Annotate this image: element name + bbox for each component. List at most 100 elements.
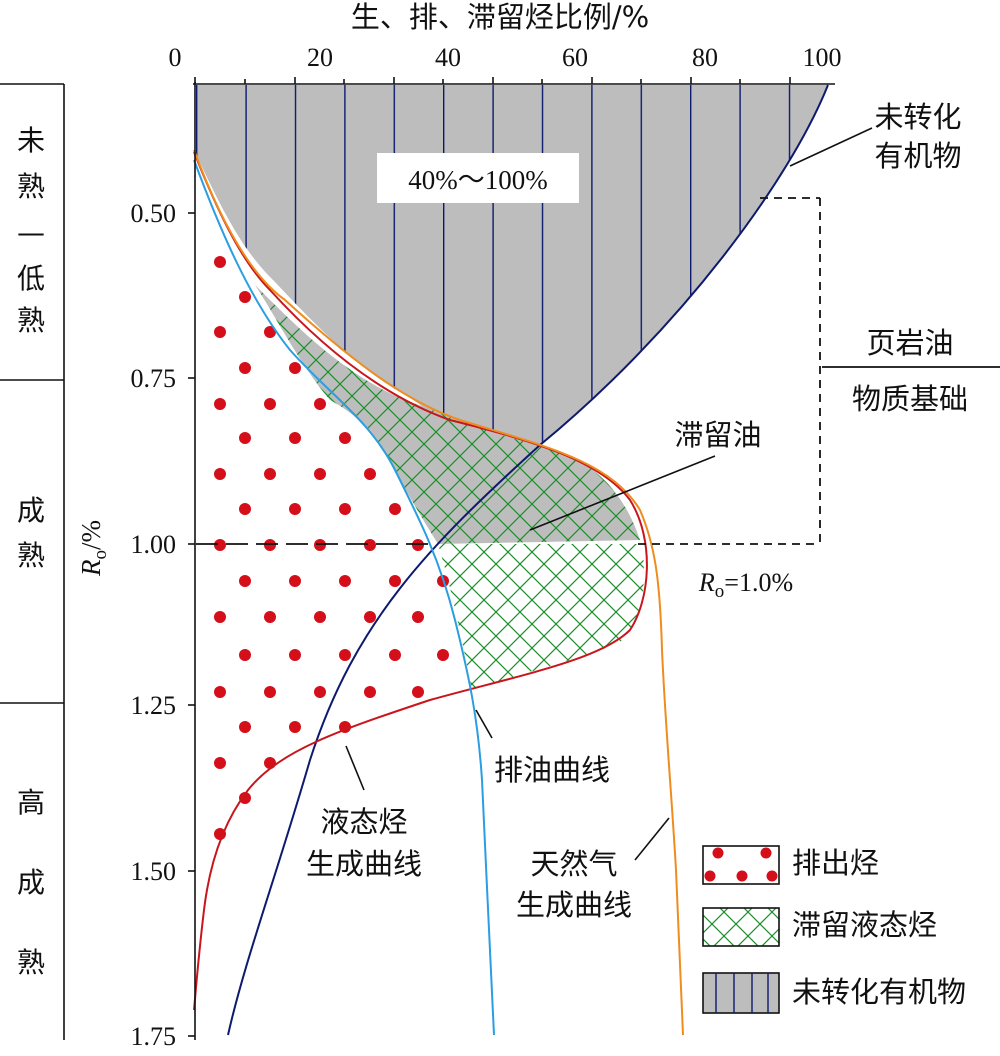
expelled-dot <box>339 432 351 444</box>
left-axis-tick: 1.75 <box>131 1022 177 1051</box>
expelled-dot <box>339 503 351 515</box>
stage-immature-char: 未 <box>17 124 45 157</box>
shale-oil-label-2: 物质基础 <box>852 382 968 416</box>
expelled-dot <box>264 611 276 623</box>
curves <box>193 84 829 1036</box>
range-box <box>377 153 579 203</box>
expelled-dot <box>389 649 401 661</box>
expelled-dot <box>339 649 351 661</box>
gas-generation-label-1: 天然气 <box>530 847 617 881</box>
expelled-dot <box>364 611 376 623</box>
top-axis-tick: 0 <box>169 43 182 72</box>
retained-oil-region <box>255 285 640 544</box>
left-axis-label: Ro/% <box>76 520 111 577</box>
expelled-dot <box>264 539 276 551</box>
stage-overmature-char: 成 <box>17 866 45 899</box>
liquid-generation-curve <box>193 151 648 1011</box>
expelled-dot <box>289 432 301 444</box>
expelled-dot <box>214 398 226 410</box>
expelled-dot <box>239 503 251 515</box>
gas-generation-curve <box>193 149 684 1036</box>
expelled-dot <box>364 468 376 480</box>
stage-immature-char: 熟 <box>17 304 45 337</box>
expelled-dot <box>314 398 326 410</box>
top-axis: 生、排、滞留烃比例/% 0 20 40 60 80 100 <box>169 0 842 72</box>
retained-oil-label: 滞留油 <box>674 418 761 452</box>
expelled-dot <box>239 432 251 444</box>
expelled-dot <box>264 468 276 480</box>
legend-item-unconverted-om: 未转化有机物 <box>702 972 966 1014</box>
top-axis-title: 生、排、滞留烃比例/% <box>351 0 649 34</box>
expelled-dot <box>214 468 226 480</box>
expelled-dot <box>239 291 251 303</box>
legend-item-expelled: 排出烃 <box>702 845 879 885</box>
expelled-dot <box>239 792 251 804</box>
ro-reference-lines <box>196 197 1000 545</box>
stage-immature-char: — <box>17 216 45 249</box>
expelled-dot <box>264 398 276 410</box>
expelled-dot <box>289 503 301 515</box>
left-axis-tick: 1.25 <box>131 691 177 720</box>
stage-column <box>0 83 65 1040</box>
expelled-dot <box>214 686 226 698</box>
liquid-generation-label-1: 液态烃 <box>320 805 407 839</box>
legend-item-retained-liquid: 滞留液态烃 <box>702 907 937 947</box>
top-axis-tick: 60 <box>562 43 588 72</box>
unconverted-label-1: 未转化 <box>874 100 961 134</box>
expelled-dot <box>364 539 376 551</box>
annotations: 40%～100% 未转化 有机物 页岩油 物质基础 滞留油 Ro=1.0% 排油… <box>306 100 968 922</box>
expelled-dot <box>264 686 276 698</box>
stage-labels: 未 熟 — 低 熟 成 熟 高 成 熟 <box>17 124 45 979</box>
expelled-dot <box>389 575 401 587</box>
expelled-dot <box>314 686 326 698</box>
legend-label-unconverted-om: 未转化有机物 <box>792 975 966 1009</box>
expelled-dot <box>289 649 301 661</box>
expelled-dot <box>314 539 326 551</box>
legend-label-expelled: 排出烃 <box>792 846 879 880</box>
legend-label-retained-liquid: 滞留液态烃 <box>792 908 937 942</box>
left-axis-tick: 0.50 <box>131 199 177 228</box>
left-axis-tick: 1.50 <box>131 857 177 886</box>
expelled-dot <box>214 828 226 840</box>
expelled-dot <box>289 575 301 587</box>
top-axis-tick: 20 <box>307 43 333 72</box>
expulsion-curve-label: 排油曲线 <box>494 753 610 787</box>
left-axis-tick: 1.00 <box>131 530 177 559</box>
top-axis-tick: 80 <box>692 43 718 72</box>
expelled-dot <box>364 686 376 698</box>
expelled-dot <box>389 503 401 515</box>
expelled-dot <box>339 575 351 587</box>
expelled-dot <box>239 721 251 733</box>
stage-mature-char: 成 <box>17 494 45 527</box>
expelled-dot <box>239 362 251 374</box>
expelled-dot <box>314 468 326 480</box>
stage-mature-char: 熟 <box>17 539 45 572</box>
expelled-dot <box>437 649 449 661</box>
plot-frame <box>188 77 835 1040</box>
top-axis-tick: 40 <box>435 43 461 72</box>
expelled-dot <box>239 575 251 587</box>
legend: 排出烃 滞留液态烃 未转化有机物 <box>702 845 966 1014</box>
oil-expulsion-curve <box>193 159 495 1036</box>
shale-oil-label-1: 页岩油 <box>866 326 953 360</box>
expelled-dot <box>264 326 276 338</box>
leader-lines <box>345 127 873 861</box>
stage-immature-char: 熟 <box>17 170 45 203</box>
liquid-generation-label-2: 生成曲线 <box>306 847 422 881</box>
expelled-dot <box>214 539 226 551</box>
expelled-hydrocarbon-dots <box>214 256 449 840</box>
expelled-dot <box>214 326 226 338</box>
retained-liquid-region-lower <box>438 544 644 690</box>
top-axis-tick: 100 <box>803 43 842 72</box>
expelled-dot <box>264 757 276 769</box>
range-box-text: 40%～100% <box>408 165 547 195</box>
unconverted-organic-matter-region <box>196 85 828 447</box>
stage-overmature-char: 熟 <box>17 946 45 979</box>
expelled-dot <box>289 721 301 733</box>
gas-generation-label-2: 生成曲线 <box>516 888 632 922</box>
expelled-dot <box>289 362 301 374</box>
expelled-dot <box>412 611 424 623</box>
expelled-dot <box>239 649 251 661</box>
unconverted-label-2: 有机物 <box>874 139 961 173</box>
